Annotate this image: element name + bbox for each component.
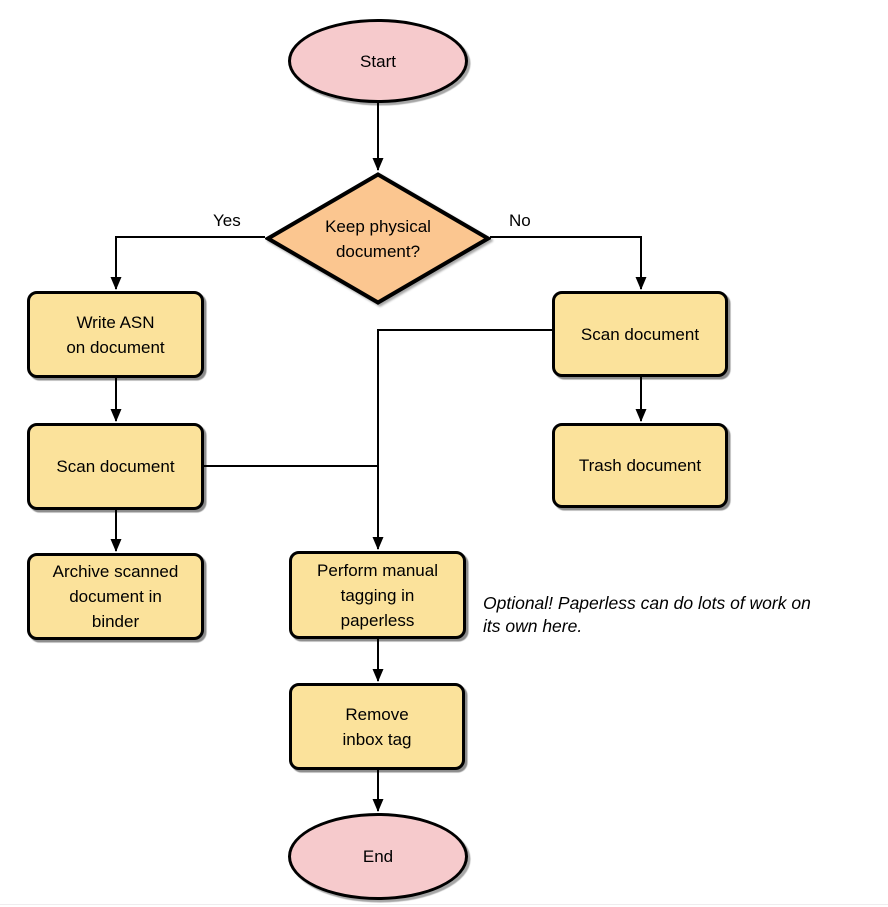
decision-label: Keep physical document? <box>325 216 431 261</box>
node-trash-document: Trash document <box>552 423 728 508</box>
edge-decision-no <box>490 236 647 290</box>
edge-label-no: No <box>507 211 533 231</box>
node-end: End <box>288 813 468 900</box>
node-decision: Keep physical document? <box>265 172 491 305</box>
annotation-optional-note: Optional! Paperless can do lots of work … <box>483 593 811 636</box>
edge-scanright-to-tagging <box>372 329 554 550</box>
node-start: Start <box>288 19 468 103</box>
edge-decision-yes <box>110 236 265 290</box>
bottom-divider <box>0 904 888 905</box>
node-scan-document-left: Scan document <box>27 423 204 510</box>
node-remove-inbox-tag: Remove inbox tag <box>289 683 465 770</box>
node-write-asn: Write ASN on document <box>27 291 204 378</box>
node-archive-binder: Archive scanned document in binder <box>27 553 204 640</box>
edge-label-yes: Yes <box>211 211 243 231</box>
node-scan-document-right: Scan document <box>552 291 728 377</box>
node-manual-tagging: Perform manual tagging in paperless <box>289 551 466 639</box>
decision-diamond-shape <box>265 172 491 305</box>
